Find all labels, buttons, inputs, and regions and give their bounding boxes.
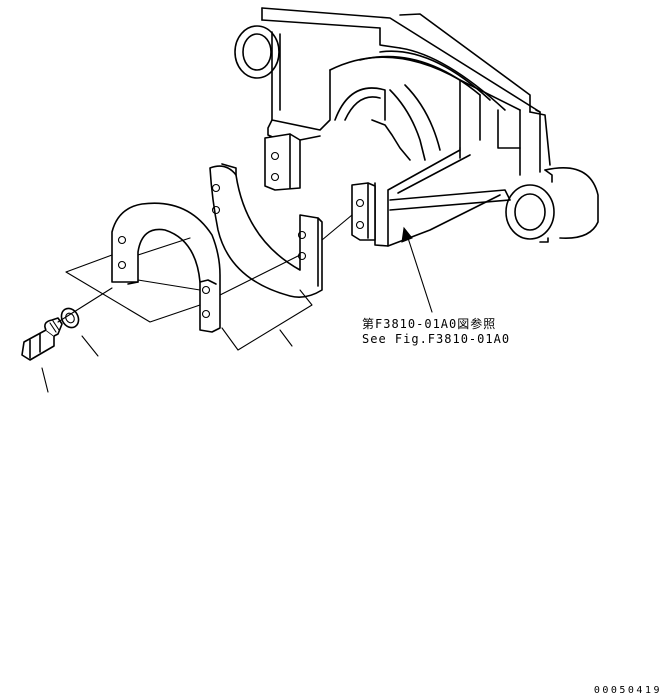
rear-plate-group-bracket <box>221 289 313 351</box>
document-id: 00050419 <box>593 685 662 696</box>
leader-line-rear-plate <box>279 329 293 347</box>
reference-note-english: See Fig.F3810-01A0 <box>362 332 511 346</box>
assembly-axis-line <box>57 214 353 323</box>
reference-leader-line <box>407 237 433 313</box>
main-frame-bracket <box>234 7 599 247</box>
front-plate-group-bracket <box>65 237 201 323</box>
reference-arrowhead <box>401 226 413 243</box>
leader-line-washer <box>81 335 99 357</box>
half-clamp-plate-front <box>111 202 221 333</box>
leader-line-bolt <box>41 367 49 393</box>
reference-note-japanese: 第F3810-01A0図参照 <box>362 317 497 331</box>
washer <box>60 307 80 329</box>
bolt <box>21 317 63 361</box>
half-clamp-plate-rear <box>209 163 323 298</box>
